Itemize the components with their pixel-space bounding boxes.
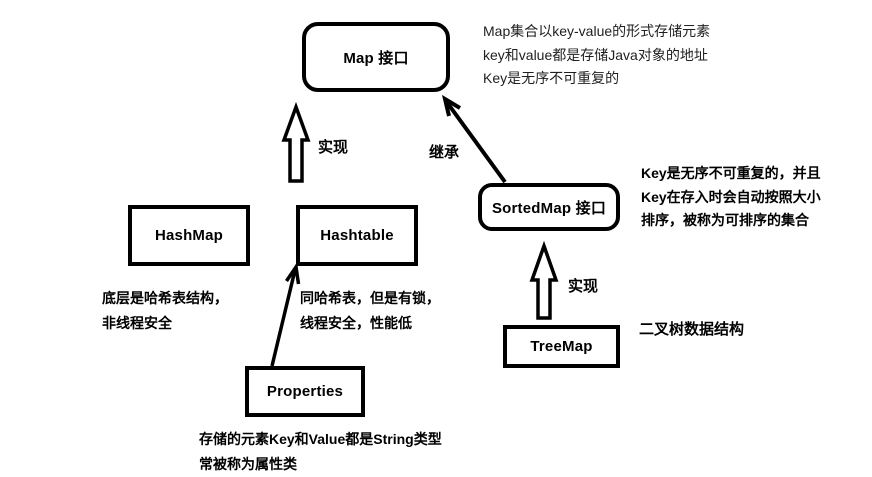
note-sortedmap-line-2: Key在存入时会自动按照大小 [641,188,821,205]
note-map: Map集合以key-value的形式存储元素 key和value都是存储Java… [483,20,710,91]
node-properties-label: Properties [266,383,344,400]
edge-label-inherit: 继承 [429,144,460,161]
node-sortedmap-interface-label: SortedMap 接口 [491,199,607,217]
note-properties-line-2: 常被称为属性类 [199,455,297,472]
node-hashtable: Hashtable [296,205,418,266]
arrow-properties-shaft [270,269,297,367]
note-sortedmap-line-3: 排序，被称为可排序的集合 [641,212,809,228]
edge-label-implements-sortedmap: 实现 [568,278,599,295]
arrow-implements-map-icon [281,101,311,183]
note-treemap: 二叉树数据结构 [639,317,744,342]
edge-label-implements-map: 实现 [318,139,349,156]
arrow-inherit-shaft [444,99,507,184]
note-hashmap: 底层是哈希表结构， 非线程安全 [102,286,228,336]
note-hashmap-line-1: 底层是哈希表结构， [102,290,228,306]
node-sortedmap-interface: SortedMap 接口 [478,183,620,231]
note-sortedmap: Key是无序不可重复的，并且 Key在存入时会自动按照大小 排序，被称为可排序的… [641,162,821,233]
note-hashtable-line-2: 线程安全，性能低 [300,315,412,331]
note-hashmap-line-2: 非线程安全 [102,315,172,331]
node-hashmap-label: HashMap [154,227,224,244]
node-hashtable-label: Hashtable [320,227,394,244]
arrow-implements-sortedmap-icon [529,240,559,320]
note-map-line-1: Map集合以key-value的形式存储元素 [483,23,711,39]
note-hashtable-line-1: 同哈希表，但是有锁， [300,290,440,306]
note-properties-line-1: 存储的元素Key和Value都是String类型 [199,431,442,447]
arrow-inherit-head-icon [441,94,462,117]
node-treemap: TreeMap [503,325,620,368]
note-hashtable: 同哈希表，但是有锁， 线程安全，性能低 [300,286,440,336]
note-treemap-line-1: 二叉树数据结构 [639,321,745,338]
note-map-line-3: Key是无序不可重复的 [483,70,620,86]
note-map-line-2: key和value都是存储Java对象的地址 [483,46,708,63]
node-map-interface: Map 接口 [302,22,450,92]
node-hashmap: HashMap [128,205,250,266]
note-properties: 存储的元素Key和Value都是String类型 常被称为属性类 [199,427,442,476]
node-properties: Properties [245,366,365,417]
arrow-properties-head-icon [285,262,301,285]
node-map-interface-label: Map 接口 [343,49,409,67]
node-treemap-label: TreeMap [530,338,593,355]
note-sortedmap-line-1: Key是无序不可重复的，并且 [641,165,821,181]
